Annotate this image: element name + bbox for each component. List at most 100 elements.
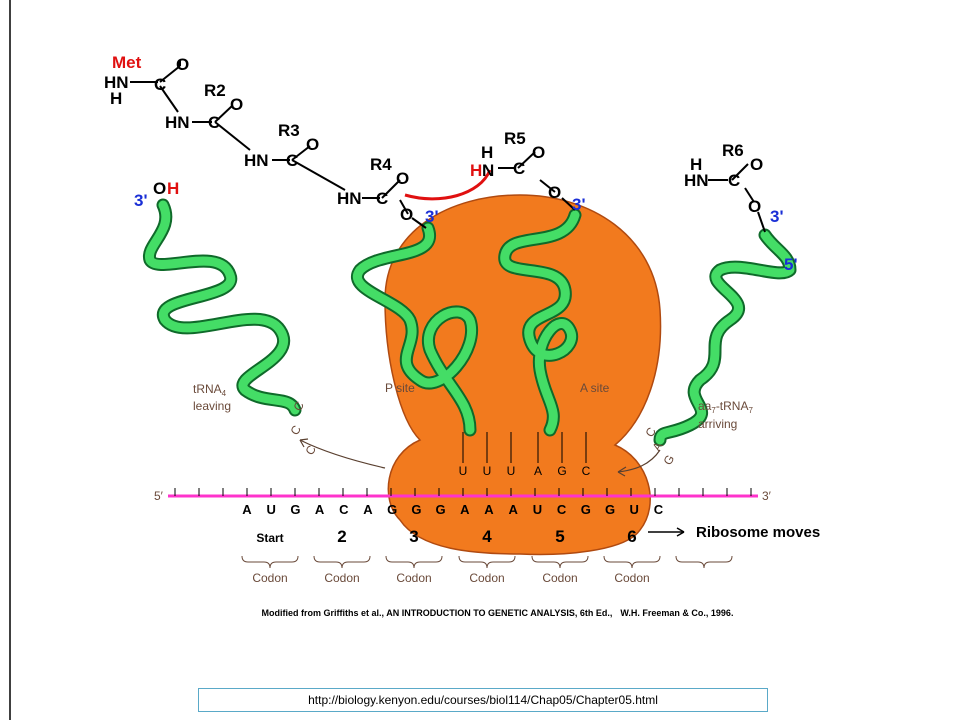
codon-number: 6 [627,527,636,546]
r3-label: R3 [278,121,300,140]
three-prime-label: 3' [572,195,586,214]
codon-brace [603,555,661,569]
ribosome-moves-label: Ribosome moves [696,524,820,541]
mrna-base: U [630,502,639,517]
codon-number: 2 [337,527,346,546]
a-site-anticodon-base: A [534,464,542,478]
hn-label: HN [165,113,190,132]
codon-brace [458,555,516,569]
a-site-anticodon-base: C [582,464,591,478]
mrna-base: U [533,502,542,517]
codon-number: 4 [482,527,492,546]
p-site-anticodon-base: U [483,464,492,478]
trna-arriving [653,228,797,447]
mrna-base: A [484,502,494,517]
hn-label: HN [684,171,709,190]
peptide-backbone [130,60,766,233]
h-label: H [481,143,493,162]
oxygen-label: O [306,135,319,154]
leaving-anticodon-base: C [287,423,304,438]
mrna-base: C [339,502,349,517]
mrna-base: G [605,502,615,517]
codon-label: Codon [396,571,431,585]
trna-a-site [498,208,582,437]
codon-number: Start [256,531,283,545]
hydroxyl-o-label: O [153,179,166,198]
ester-oxygen-label: O [748,197,761,216]
credit-publisher: W.H. Freeman & Co., 1996. [620,608,734,618]
mrna-base: G [581,502,591,517]
mrna-3-prime-label: 3′ [762,489,772,503]
hn-label: HN [337,189,362,208]
codon-brace [675,555,733,569]
carbon-label: C [286,151,298,170]
mrna-base: A [509,502,519,517]
codon-label: Codon [252,571,287,585]
mrna-5-prime-label: 5′ [154,489,164,503]
met-label: Met [112,53,142,72]
oxygen-label: O [176,55,189,74]
hydroxyl-h-label: H [167,179,179,198]
p-site-anticodon-base: U [459,464,468,478]
peptide-bond-forming [404,169,492,201]
codon-label: Codon [324,571,359,585]
r2-label: R2 [204,81,226,100]
r6-label: R6 [722,141,744,160]
mrna-base: A [460,502,470,517]
trna4-leaving-label: tRNA4 [193,382,227,398]
mrna-base: G [411,502,421,517]
aa-trna-arriving-label-2: arriving [698,417,737,431]
h-label: H [690,155,702,174]
mrna-base: C [557,502,567,517]
carbon-label: C [513,159,525,178]
leaving-arrow [299,439,386,469]
arriving-arrow-head [617,466,627,477]
mrna-base: U [267,502,276,517]
trna4-leaving-label-2: leaving [193,399,231,413]
hn-label: HN [104,73,129,92]
credit-text: Modified from Griffiths et al., AN INTRO… [261,608,613,618]
three-prime-label: 3' [425,207,439,226]
mrna-base: A [315,502,325,517]
three-prime-label: 3' [770,207,784,226]
trna-leaving [143,198,302,417]
n-label: N [482,161,494,180]
aa-trna-arriving-label: aa7-tRNA7 [698,399,753,415]
mrna-base: G [436,502,446,517]
h-label: H [470,161,482,180]
ribosome-moves: Ribosome moves [648,524,820,541]
oxygen-label: O [396,169,409,188]
carbon-label: C [728,171,740,190]
oxygen-label: O [750,155,763,174]
p-site-label: P site [385,381,415,395]
three-prime-label: 3' [134,191,148,210]
mrna-base: A [242,502,252,517]
source-url[interactable]: http://biology.kenyon.edu/courses/biol11… [198,688,768,712]
codon-number: 5 [555,527,564,546]
codon-brace [241,555,299,569]
mrna-base: A [363,502,373,517]
trna-p-site [351,221,479,437]
carbon-label: C [208,113,220,132]
p-site-anticodon-base: U [507,464,516,478]
mrna-base: C [654,502,664,517]
a-site-anticodon-base: G [557,464,566,478]
carbon-label: C [376,189,388,208]
hn-label: HN [244,151,269,170]
r5-label: R5 [504,129,526,148]
figure-credit: Modified from Griffiths et al., AN INTRO… [0,608,955,618]
oxygen-label: O [230,95,243,114]
codon-brace [531,555,589,569]
leaving-arrow-head [299,438,309,448]
arriving-anticodon-base: G [660,452,677,467]
five-prime-label: 5' [784,255,798,274]
mrna-base: G [290,502,300,517]
arriving-arrow [617,449,661,473]
ribosome [384,194,662,556]
codon-brace [385,555,443,569]
r4-label: R4 [370,155,392,174]
